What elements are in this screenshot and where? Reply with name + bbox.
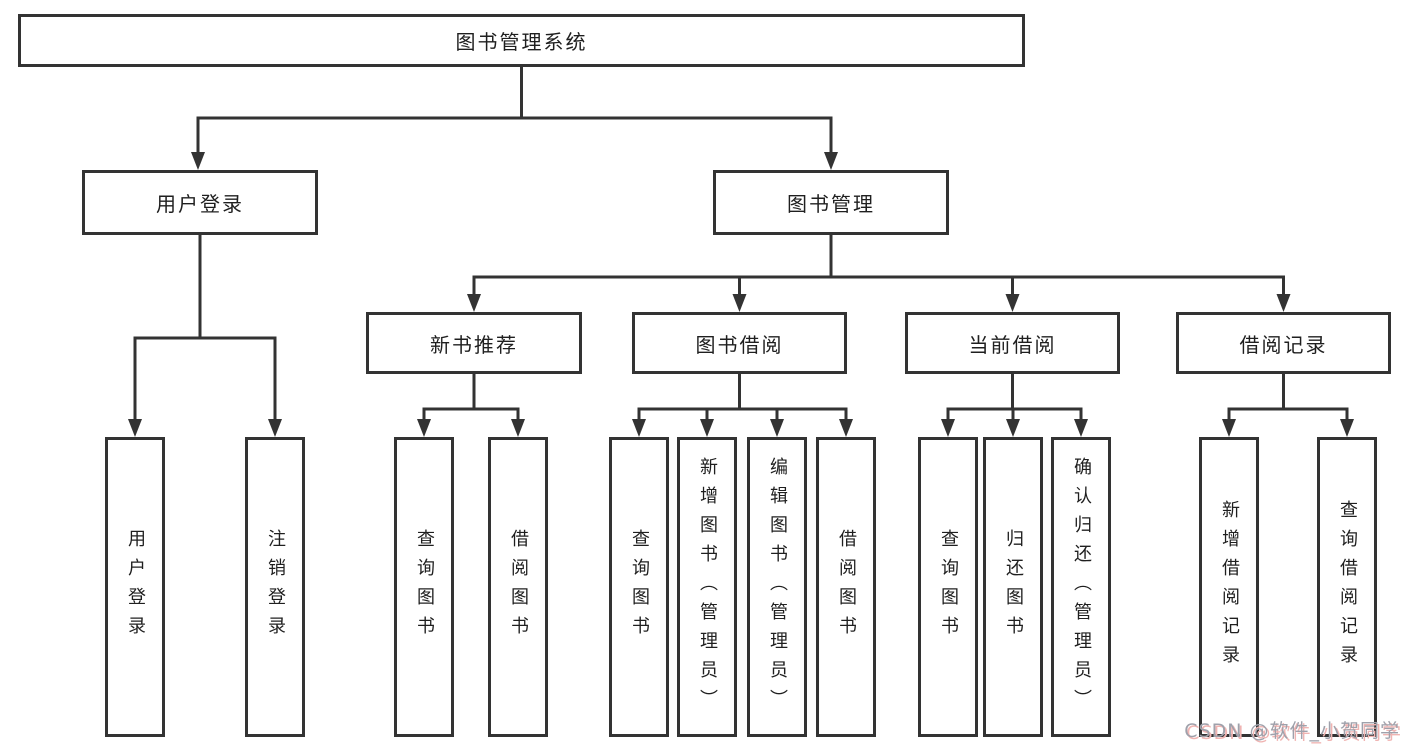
leaf-query-books-borrow: 查询图书 [609,437,669,737]
leaf-confirm-return-admin-label: 确认归还（管理员） [1071,456,1092,718]
node-root-label: 图书管理系统 [455,30,588,54]
leaf-add-book-admin-label: 新增图书（管理员） [697,456,718,718]
leaf-return-book: 归还图书 [983,437,1043,737]
node-user-login: 用户登录 [82,170,318,235]
leaf-edit-book-admin-label: 编辑图书（管理员） [767,456,788,718]
node-current-borrow-label: 当前借阅 [968,332,1057,357]
watermark: CSDN @软件_小贺同学 [1184,720,1400,742]
node-new-book-recommend: 新书推荐 [366,312,582,374]
node-borrow-records: 借阅记录 [1176,312,1391,374]
leaf-logout: 注销登录 [245,437,305,737]
leaf-user-login-label: 用户登录 [125,529,146,645]
leaf-query-books-borrow-label: 查询图书 [629,529,650,645]
leaf-borrow-books-recommend-label: 借阅图书 [508,529,529,645]
leaf-edit-book-admin: 编辑图书（管理员） [747,437,807,737]
leaf-borrow-books-recommend: 借阅图书 [488,437,548,737]
node-book-borrow-label: 图书借阅 [695,332,784,357]
node-borrow-records-label: 借阅记录 [1239,332,1328,357]
leaf-query-books-current: 查询图书 [918,437,978,737]
leaf-query-books-current-label: 查询图书 [938,529,959,645]
leaf-borrow-books-label: 借阅图书 [836,529,857,645]
leaf-confirm-return-admin: 确认归还（管理员） [1051,437,1111,737]
leaf-query-borrow-record-label: 查询借阅记录 [1337,500,1358,674]
node-current-borrow: 当前借阅 [905,312,1120,374]
leaf-add-book-admin: 新增图书（管理员） [677,437,737,737]
leaf-user-login: 用户登录 [105,437,165,737]
node-book-management: 图书管理 [713,170,949,235]
node-new-book-recommend-label: 新书推荐 [430,332,518,357]
leaf-query-books-recommend: 查询图书 [394,437,454,737]
leaf-add-borrow-record: 新增借阅记录 [1199,437,1259,737]
node-user-login-label: 用户登录 [156,192,244,216]
leaf-logout-label: 注销登录 [265,529,286,645]
leaf-borrow-books: 借阅图书 [816,437,876,737]
leaf-query-books-recommend-label: 查询图书 [414,529,435,645]
leaf-query-borrow-record: 查询借阅记录 [1317,437,1377,737]
leaf-return-book-label: 归还图书 [1003,529,1024,645]
node-book-management-label: 图书管理 [787,192,875,216]
node-book-borrow: 图书借阅 [632,312,847,374]
leaf-add-borrow-record-label: 新增借阅记录 [1219,500,1240,674]
node-root: 图书管理系统 [18,14,1025,67]
